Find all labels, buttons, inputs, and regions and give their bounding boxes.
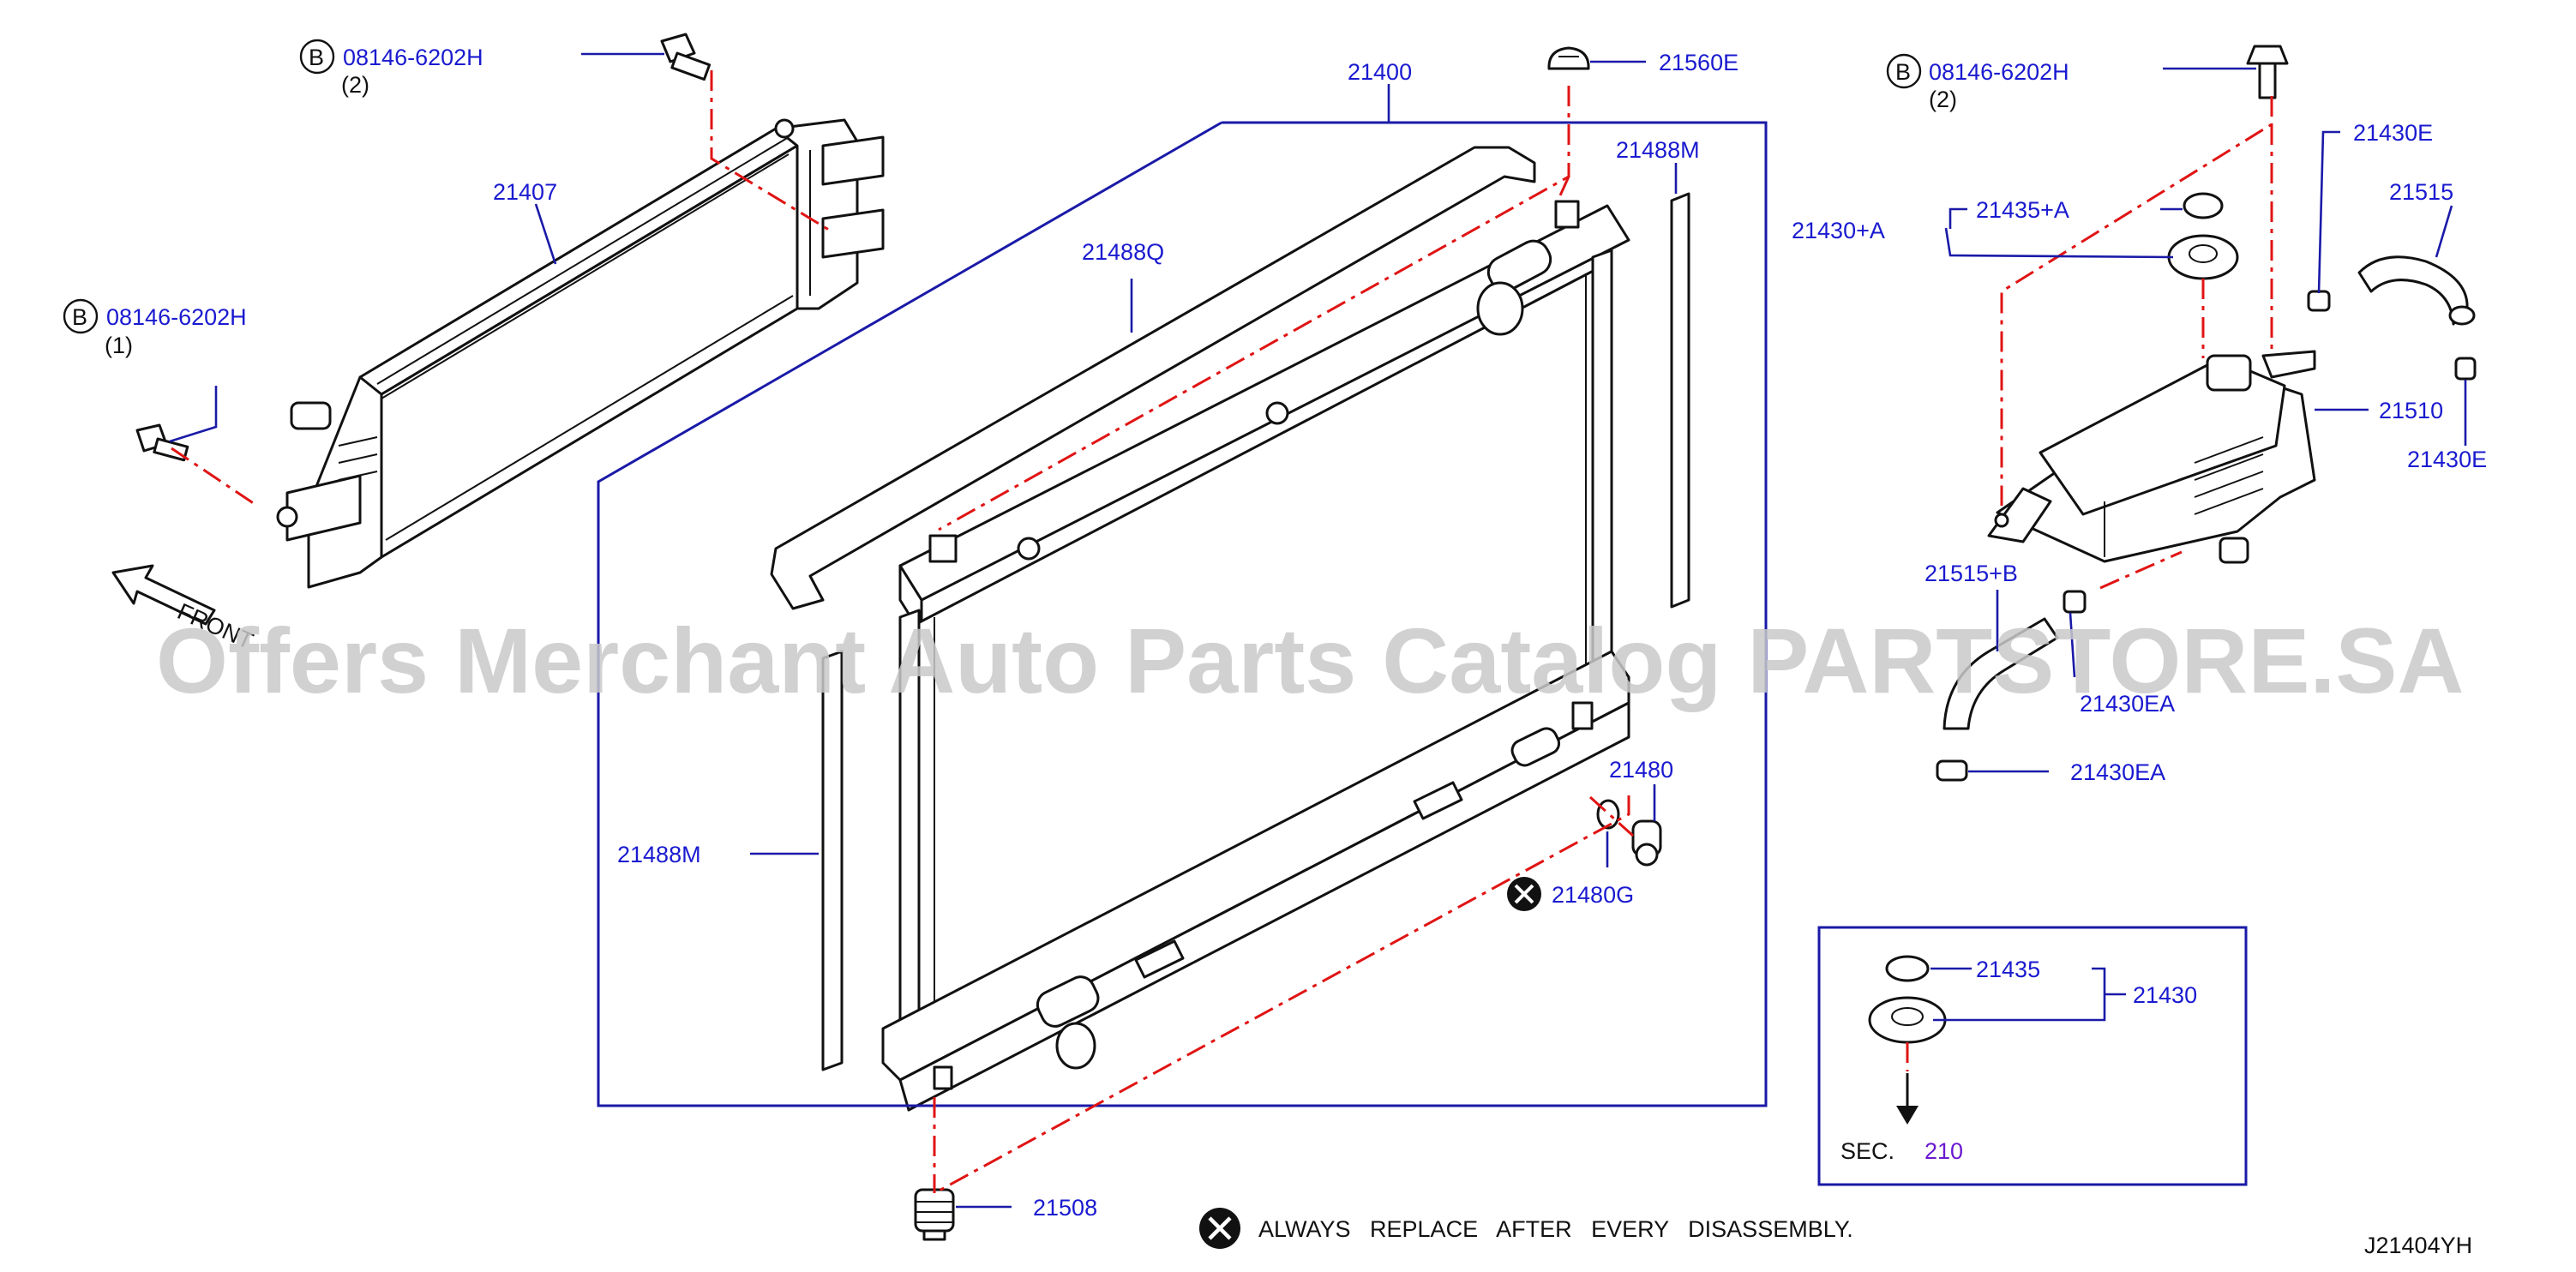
drain-plug-21480[interactable] bbox=[1631, 819, 1662, 867]
label-21430EA-lower[interactable]: 21430EA bbox=[2070, 759, 2165, 785]
bolt-symbol-1: B bbox=[299, 39, 335, 75]
label-21400[interactable]: 21400 bbox=[1348, 59, 1412, 85]
bolt-symbol-3-text: B bbox=[1895, 59, 1911, 85]
label-21430EA-upper[interactable]: 21430EA bbox=[2080, 691, 2175, 717]
bolt-upper-right[interactable] bbox=[2246, 45, 2289, 99]
clamp-21430E-upper[interactable] bbox=[2307, 290, 2331, 312]
clamp-21430EA-lower[interactable] bbox=[1936, 759, 1968, 782]
diagram-id: J21404YH bbox=[2364, 1233, 2472, 1258]
seal-21488M-left[interactable] bbox=[821, 650, 844, 1071]
bolt-symbol-1-text: B bbox=[309, 45, 324, 70]
label-21430E-upper[interactable]: 21430E bbox=[2353, 120, 2433, 146]
label-21480[interactable]: 21480 bbox=[1609, 757, 1673, 783]
hose-21515B[interactable] bbox=[1943, 617, 2059, 730]
label-21480G[interactable]: 21480G bbox=[1552, 882, 1634, 908]
inset-cap-detail bbox=[1817, 926, 2248, 1186]
assembly-lines bbox=[171, 70, 2273, 1195]
inset-sec-label: SEC. bbox=[1840, 1138, 1894, 1164]
mount-21508[interactable] bbox=[914, 1188, 955, 1241]
bolt-symbol-3: B bbox=[1886, 53, 1922, 89]
label-21515[interactable]: 21515 bbox=[2389, 179, 2453, 205]
label-21488M-left[interactable]: 21488M bbox=[617, 842, 701, 867]
label-21435[interactable]: 21435 bbox=[1976, 957, 2040, 982]
label-21488Q[interactable]: 21488Q bbox=[1082, 239, 1164, 265]
frame-21400 bbox=[597, 121, 1768, 1107]
inset-sec-ref[interactable]: 210 bbox=[1924, 1138, 1963, 1164]
bolt-qty-2: (1) bbox=[105, 333, 133, 358]
bolt-symbol-2: B bbox=[63, 298, 99, 334]
bolt-part-1[interactable]: 08146-6202H bbox=[343, 45, 483, 70]
oil-cooler-21407[interactable] bbox=[276, 118, 885, 589]
label-21560E[interactable]: 21560E bbox=[1659, 50, 1738, 75]
label-21488M-right[interactable]: 21488M bbox=[1616, 137, 1700, 163]
reservoir-tank-21510[interactable] bbox=[1987, 350, 2316, 564]
leader-lines bbox=[169, 52, 2467, 1209]
bolt-qty-3: (2) bbox=[1929, 87, 1957, 112]
label-21430A[interactable]: 21430+A bbox=[1792, 218, 1885, 243]
cap-21560E[interactable] bbox=[1547, 46, 1590, 70]
label-21407[interactable]: 21407 bbox=[493, 179, 557, 205]
replace-mark-21480G bbox=[1507, 877, 1541, 911]
replace-note: ALWAYS REPLACE AFTER EVERY DISASSEMBLY. bbox=[1258, 1216, 1853, 1242]
bolt-symbol-2-text: B bbox=[72, 304, 87, 330]
cap-21430A[interactable] bbox=[2167, 234, 2239, 280]
seal-21488M-right[interactable] bbox=[1670, 192, 1690, 609]
bolt-qty-1: (2) bbox=[341, 72, 369, 98]
clamp-21430EA-upper[interactable] bbox=[2063, 590, 2087, 614]
seal-21488Q[interactable] bbox=[770, 146, 1536, 610]
bolt-upper-left[interactable] bbox=[660, 33, 712, 81]
bolt-part-3[interactable]: 08146-6202H bbox=[1929, 59, 2069, 85]
seal-21435A[interactable] bbox=[2183, 192, 2224, 219]
front-arrow bbox=[111, 564, 216, 626]
label-21515B[interactable]: 21515+B bbox=[1924, 561, 2018, 586]
label-21508[interactable]: 21508 bbox=[1033, 1195, 1097, 1221]
hose-21515[interactable] bbox=[2357, 255, 2476, 326]
radiator-21400[interactable] bbox=[881, 200, 1630, 1112]
label-21510[interactable]: 21510 bbox=[2379, 398, 2443, 423]
label-21430[interactable]: 21430 bbox=[2133, 982, 2197, 1008]
watermark: Offers Merchant Auto Parts Catalog PARTS… bbox=[156, 609, 2464, 712]
bolt-part-2[interactable]: 08146-6202H bbox=[106, 304, 247, 330]
label-21435A[interactable]: 21435+A bbox=[1976, 197, 2069, 223]
clamp-21430E-lower[interactable] bbox=[2454, 357, 2477, 381]
label-21430E-lower[interactable]: 21430E bbox=[2407, 447, 2487, 472]
washer-21480G[interactable] bbox=[1596, 799, 1620, 830]
replace-mark-note bbox=[1199, 1208, 1240, 1249]
